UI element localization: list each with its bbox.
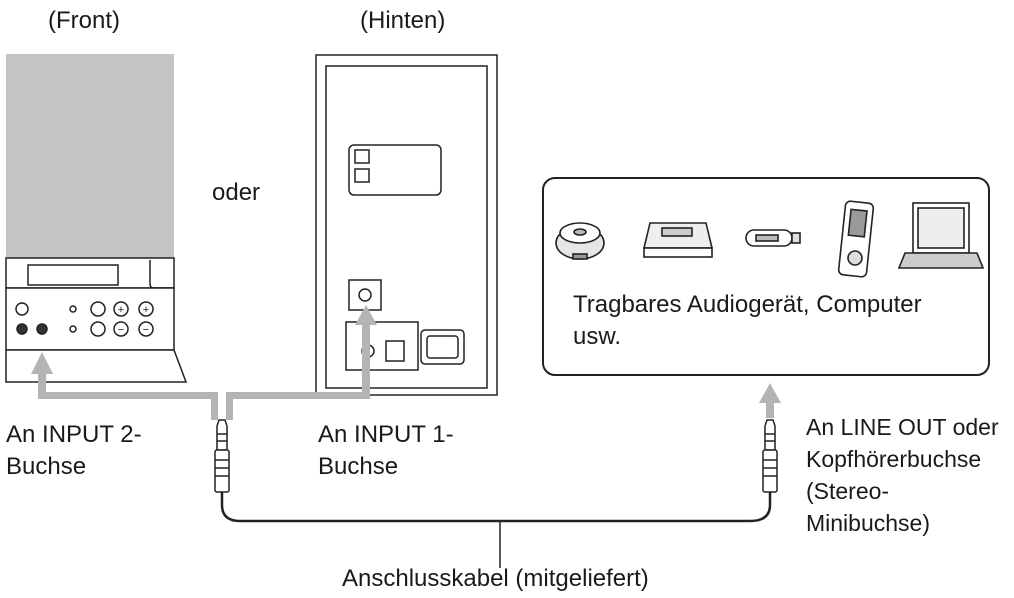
laptop-icon xyxy=(897,202,985,269)
rear-label: (Hinten) xyxy=(360,7,446,34)
connection-cable xyxy=(220,492,772,568)
usb-stick-icon xyxy=(745,229,801,247)
svg-text:+: + xyxy=(118,304,124,316)
rear-speaker xyxy=(315,54,498,396)
front-buttons: + + − − xyxy=(15,301,154,337)
md-player-icon xyxy=(642,222,714,258)
svg-text:−: − xyxy=(143,324,149,336)
lineout-label-line4: Minibuchse) xyxy=(806,510,930,536)
lineout-label-line1: An LINE OUT oder xyxy=(806,414,999,440)
lineout-label-line2: Kopfhörerbuchse xyxy=(806,446,982,472)
left-stereo-plug xyxy=(214,419,230,493)
cd-player-icon xyxy=(555,222,605,260)
svg-text:+: + xyxy=(143,304,149,316)
right-stereo-plug xyxy=(762,419,778,493)
portable-player-icon xyxy=(837,200,875,278)
svg-text:−: − xyxy=(118,324,124,336)
devices-label-line1: Tragbares Audiogerät, Computer xyxy=(573,291,922,318)
input2-label-line1: An INPUT 2- xyxy=(6,421,142,448)
lineout-label-line3: (Stereo- xyxy=(806,478,890,504)
device-panel xyxy=(542,177,990,376)
input1-label-line2: Buchse xyxy=(318,453,399,480)
front-speaker: + + − − xyxy=(5,54,188,383)
or-label: oder xyxy=(212,179,261,206)
cable-label: Anschlusskabel (mitgeliefert) xyxy=(342,565,649,592)
devices-label-line2: usw. xyxy=(573,323,622,350)
input1-label-line1: An INPUT 1- xyxy=(318,421,454,448)
signal-arrows xyxy=(31,305,781,420)
front-label: (Front) xyxy=(48,7,120,34)
input2-label-line2: Buchse xyxy=(6,453,87,480)
